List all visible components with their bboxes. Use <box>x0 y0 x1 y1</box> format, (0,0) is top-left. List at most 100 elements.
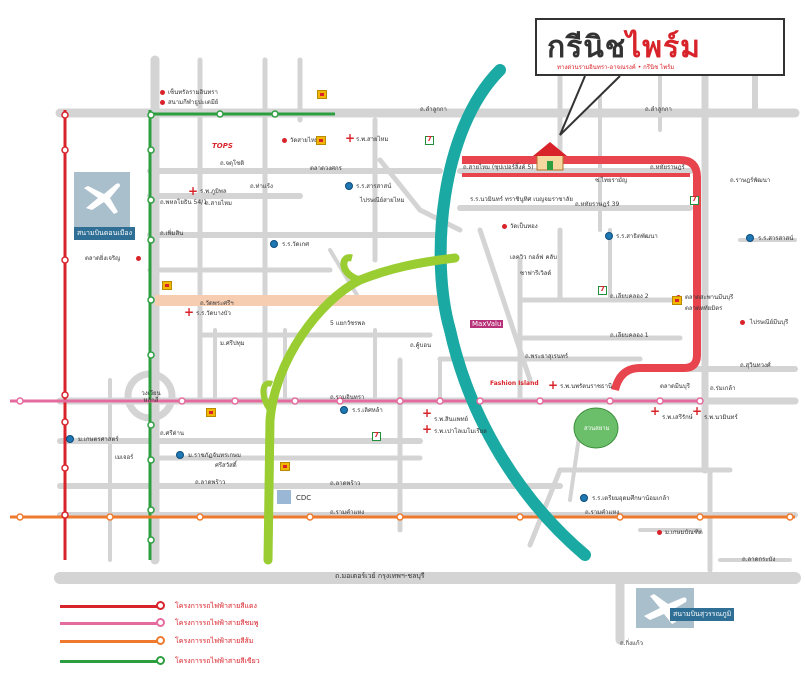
road-label: ถ.สายไหม (ซุปเปอร์ลิ้งค์ 5) <box>463 164 534 171</box>
orange-line-stations <box>16 513 794 521</box>
legend-label: โครงการรถไฟฟ้าสายสีเขียว <box>175 657 260 665</box>
seven-eleven-icon <box>425 135 434 145</box>
fashion-island-logo: Fashion Island <box>490 380 539 387</box>
legend-station-icon <box>156 601 165 610</box>
place-label: เมเจอร์ <box>115 454 134 461</box>
road-label: ถ.สายไหม <box>205 200 233 207</box>
park-label: สวนสยาม <box>584 425 610 432</box>
legend-line <box>60 622 158 625</box>
road-label: ถ.ร่มเกล้า <box>710 385 736 392</box>
hospital-icon: + <box>422 422 433 436</box>
place-label: สนามกีฬาธูปะเตมีย์ <box>168 99 219 106</box>
legend-line <box>60 660 158 663</box>
place-label: ร.ร.วัดบางบัว <box>196 310 231 317</box>
road-label: ถ.รามอินทรา <box>330 394 365 401</box>
place-label: ตลาดหทัยมิตร <box>685 305 723 312</box>
place-label: ตลาดวงศกร <box>310 165 342 172</box>
place-label: ร.พ.สินแพทย์ <box>434 416 469 423</box>
project-brand: กรีนิชไพร์ม ทางด่วนรามอินทรา-อาจณรงค์ • … <box>535 18 785 76</box>
place-label: ร.ร.เตรียมอุดมศึกษาน้อมเกล้า <box>592 495 670 502</box>
hospital-icon: + <box>184 305 195 319</box>
school-icon <box>270 240 278 248</box>
airplane-icon <box>84 183 120 214</box>
place-label: ร.พ.นพรัตนราชธานี <box>560 383 613 390</box>
legend-item-orange: โครงการรถไฟฟ้าสายสีส้ม <box>60 635 300 647</box>
school-icon <box>176 451 184 459</box>
road-label: ถ.พระยาสุเรนทร์ <box>525 353 569 360</box>
school-icon <box>746 234 754 242</box>
place-label: ร.ร.สารสาสน์ <box>356 183 392 190</box>
legend-item-pink: โครงการรถไฟฟ้าสายสีชมพู <box>60 617 300 629</box>
road-label: ถ.ลาดพร้าว <box>330 480 361 487</box>
road-label: ถ.หทัยราษฎร์ <box>650 164 685 171</box>
hospital-icon: + <box>422 406 433 420</box>
place-label: ร.พ.สายไหม <box>356 136 389 143</box>
legend-line <box>60 640 158 643</box>
place-label: วัดเป็นทอง <box>510 223 538 230</box>
road-label: ถ.ท่าแร้ง <box>250 183 273 190</box>
road-label: ถ.จตุโชติ <box>220 160 245 167</box>
seven-eleven-icon <box>372 431 381 441</box>
road-label: ถ.มอเตอร์เวย์ กรุงเทพฯ-ชลบุรี <box>335 572 425 580</box>
brand-title-a: กรีนิช <box>547 30 627 65</box>
road-label: ซ.ไทยรามัญ <box>595 177 628 184</box>
place-label: ร.ร.วัดเกศ <box>282 241 310 248</box>
legend-label: โครงการรถไฟฟ้าสายสีส้ม <box>175 637 254 645</box>
legend-label: โครงการรถไฟฟ้าสายสีแดง <box>175 602 257 610</box>
pink-line-stations <box>16 397 704 405</box>
place-label: ศรีสวัสดิ์ <box>215 462 237 469</box>
road-label: ถ.ศรีด่าน <box>160 430 184 437</box>
shop-icon <box>672 296 682 305</box>
road-label: ถ.เพิ่มสิน <box>160 230 184 237</box>
maxvalu-logo: MaxValu <box>470 320 504 328</box>
place-label: ม.ศรีปทุม <box>220 340 245 347</box>
place-label: ร.พ.เสรีรักษ์ <box>662 414 693 421</box>
legend-station-icon <box>156 636 165 645</box>
brand-title-b: ไพร์ม <box>626 30 701 65</box>
route-highlight <box>462 156 701 392</box>
school-icon <box>580 494 588 502</box>
road-label: ถ.คู้บอน <box>410 342 432 349</box>
legend-station-icon <box>156 618 165 627</box>
place-label: ม.เกษตรศาสตร์ <box>78 436 119 443</box>
lime-expressway <box>263 253 460 565</box>
place-pin <box>502 224 507 229</box>
place-label: ตลาดสะพานมีนบุรี <box>685 294 734 301</box>
place-label: ไปรษณีย์มีนบุรี <box>750 319 789 326</box>
place-label: ร.ร.เลิศหล้า <box>352 407 383 414</box>
brand-pointer <box>559 75 621 136</box>
place-label: ม.ราชภัฏจันทรเกษม <box>188 452 241 459</box>
road-label: ถ.ลาดกระบัง <box>742 556 776 563</box>
cdc-building-icon <box>277 490 291 504</box>
legend-item-red: โครงการรถไฟฟ้าสายสีแดง <box>60 600 300 612</box>
road-label: ถ.กิ่งแก้ว <box>620 640 643 647</box>
suvarnabhumi-label: สนามบินสุวรรณภูมิ <box>670 608 735 621</box>
school-icon <box>345 182 353 190</box>
place-pin <box>657 530 662 535</box>
place-label: ร.ร.สาธิตพัฒนา <box>616 233 658 240</box>
hospital-icon: + <box>548 378 559 392</box>
don-mueang-label: สนามบินดอนเมือง <box>74 227 135 240</box>
don-mueang-airport <box>74 172 130 227</box>
road-label: ถ.เลียบคลอง 1 <box>610 332 649 339</box>
school-icon <box>340 406 348 414</box>
road-label: ถ.สุวินทวงศ์ <box>740 362 771 369</box>
place-label: ร.ร.สารสาสน์ <box>758 235 794 242</box>
hospital-icon: + <box>345 131 356 145</box>
place-label: เซ็นทรัลรามอินทรา <box>168 89 218 96</box>
laksi-label: วงเวียน หลักสี่ <box>141 390 161 404</box>
red-line-stations <box>61 111 69 519</box>
place-label: วัดสายไหม <box>290 137 319 144</box>
shop-icon <box>317 90 327 99</box>
school-icon <box>605 232 613 240</box>
place-pin <box>740 320 745 325</box>
place-label: ร.พ.นวมินทร์ <box>704 414 738 421</box>
hospital-icon: + <box>188 184 199 198</box>
road-network <box>54 55 801 645</box>
place-label: ม.เกษมบัณฑิต <box>665 529 703 536</box>
place-label: เลควิว กอล์ฟ คลับ <box>510 254 557 261</box>
cdc-logo: CDC <box>296 494 312 502</box>
place-label: ร.พ.ภูมิพล <box>200 188 227 195</box>
seven-eleven-icon <box>690 195 699 205</box>
place-pin <box>282 138 287 143</box>
